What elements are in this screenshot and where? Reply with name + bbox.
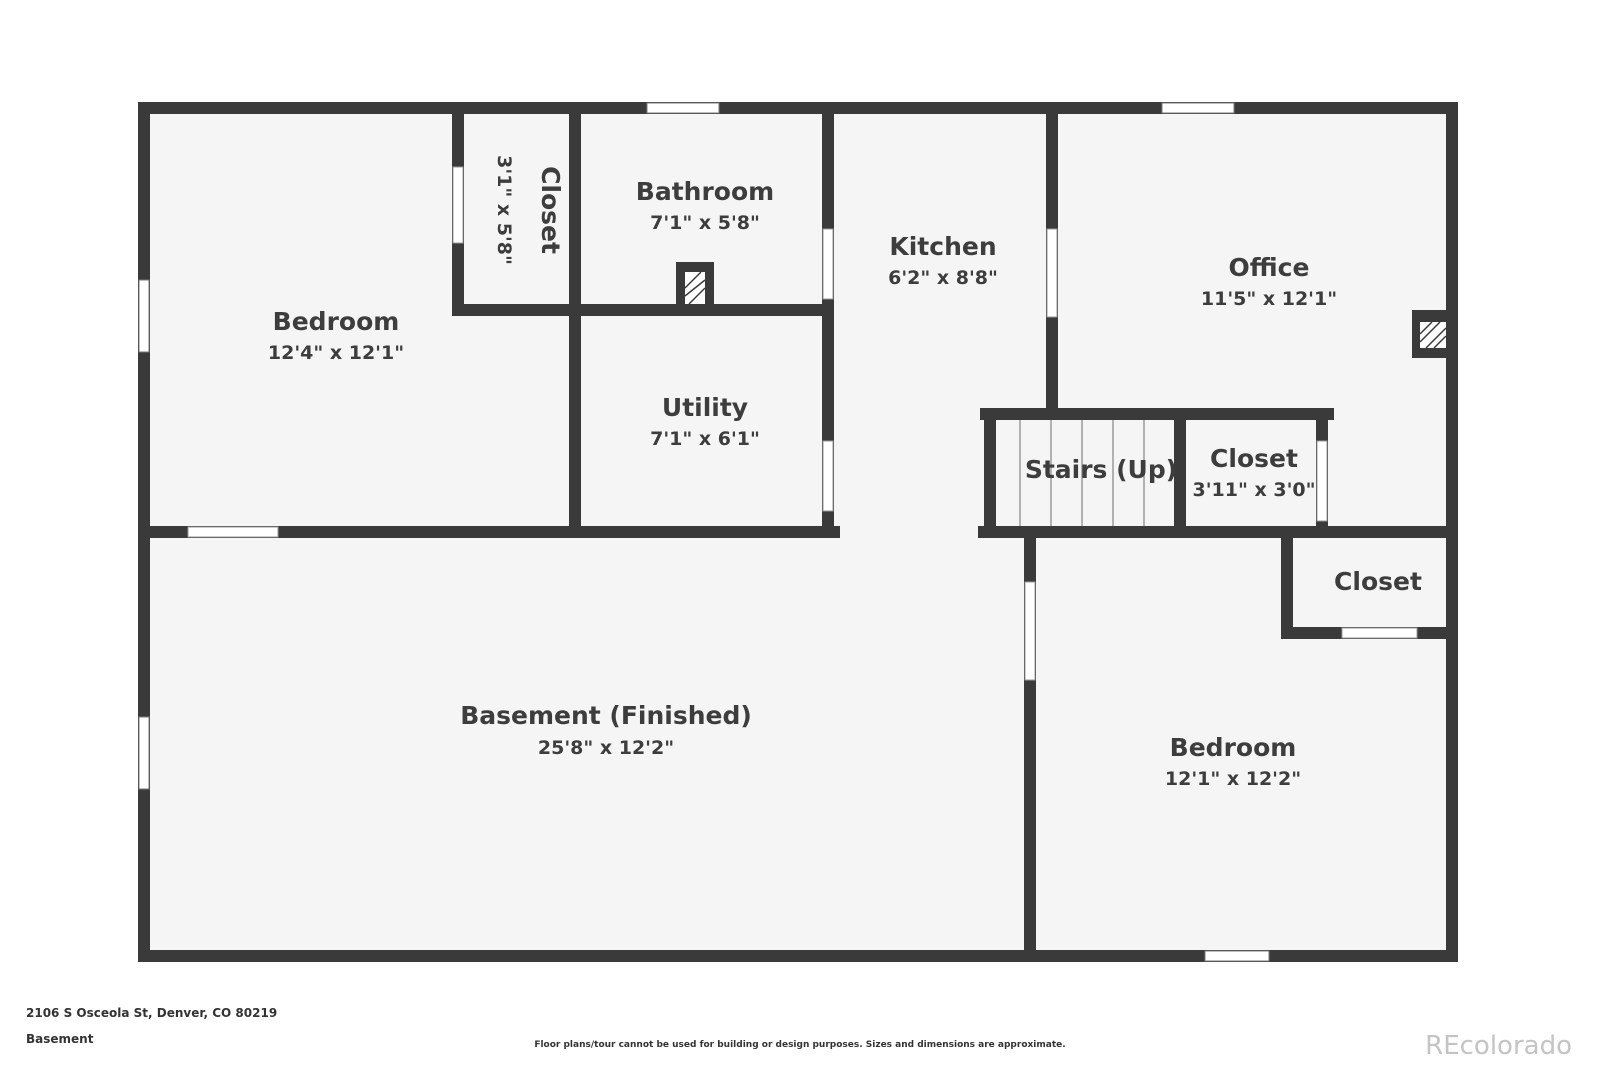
room-basement-dims: 25'8" x 12'2": [538, 737, 674, 759]
window-office: [1161, 102, 1235, 114]
room-office-dims: 11'5" x 12'1": [1201, 288, 1337, 310]
room-labels: Bedroom 12'4" x 12'1" Closet 3'1" x 5'8"…: [268, 155, 1422, 790]
door-office: [1046, 228, 1058, 318]
room-bedroom-2-name: Bedroom: [1170, 733, 1297, 762]
disclaimer-text: Floor plans/tour cannot be used for buil…: [534, 1040, 1066, 1050]
room-closet-2-dims: 3'11" x 3'0": [1192, 479, 1315, 501]
flue-bathroom: [676, 262, 714, 308]
room-bedroom-1-name: Bedroom: [273, 307, 400, 336]
door-closet-2: [1316, 440, 1328, 522]
door-utility: [822, 440, 834, 512]
room-bedroom-1-dims: 12'4" x 12'1": [268, 342, 404, 364]
door-bedroom-2: [1024, 581, 1036, 681]
room-office-name: Office: [1229, 253, 1310, 282]
room-utility-dims: 7'1" x 6'1": [650, 428, 760, 450]
room-closet-1-dims: 3'1" x 5'8": [493, 155, 515, 265]
window-basement: [138, 716, 150, 790]
flue-office: [1412, 310, 1452, 358]
windows: [138, 102, 1270, 962]
door-bedroom-1: [187, 526, 279, 538]
room-bedroom-2-dims: 12'1" x 12'2": [1165, 768, 1301, 790]
room-closet-1-name: Closet: [536, 166, 565, 254]
room-stairs-name: Stairs (Up): [1025, 455, 1177, 484]
room-utility-name: Utility: [662, 393, 748, 422]
watermark-logo: REcolorado: [1425, 1031, 1572, 1061]
door-bathroom: [822, 228, 834, 300]
room-basement-name: Basement (Finished): [460, 701, 752, 730]
room-kitchen-dims: 6'2" x 8'8": [888, 267, 998, 289]
room-bathroom-dims: 7'1" x 5'8": [650, 212, 760, 234]
door-closet-1: [452, 166, 464, 244]
window-bedroom-1: [138, 279, 150, 353]
window-bedroom-2: [1204, 950, 1270, 962]
room-kitchen-name: Kitchen: [889, 232, 996, 261]
floor-label: Basement: [26, 1032, 94, 1046]
door-closet-3: [1341, 627, 1418, 639]
room-closet-3-name: Closet: [1334, 567, 1422, 596]
property-address: 2106 S Osceola St, Denver, CO 80219: [26, 1006, 278, 1020]
stair-treads: [1019, 420, 1145, 526]
window-bathroom: [646, 102, 720, 114]
room-bathroom-name: Bathroom: [636, 177, 774, 206]
doorways: [187, 166, 1418, 681]
room-closet-2-name: Closet: [1210, 444, 1298, 473]
